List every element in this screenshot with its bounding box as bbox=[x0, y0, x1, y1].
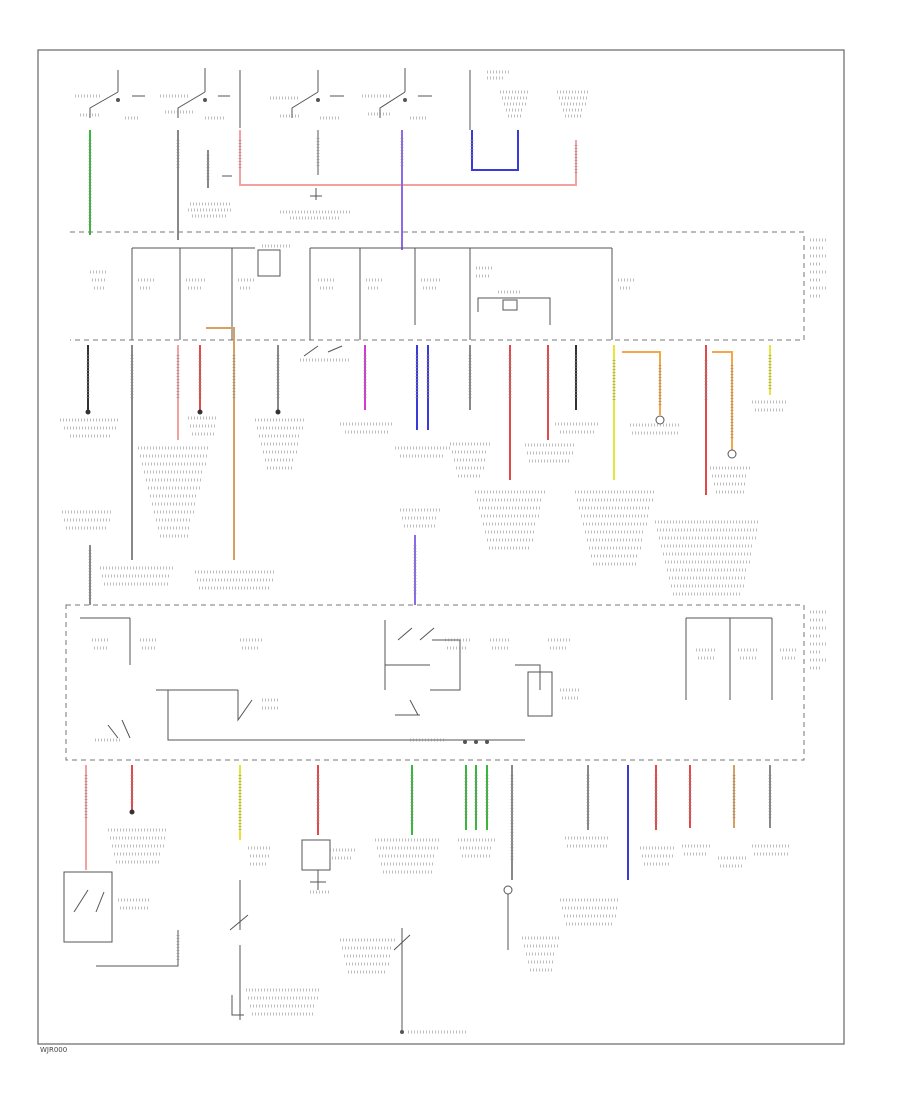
diagram-frame bbox=[37, 49, 845, 1045]
middle-wires bbox=[60, 327, 788, 605]
upper-fuse-box bbox=[70, 231, 826, 362]
bottom-wires bbox=[63, 765, 790, 1034]
diagram-code: WJR000 bbox=[40, 1046, 67, 1054]
lower-fuse-box bbox=[65, 604, 826, 761]
top-switch-area bbox=[75, 68, 590, 250]
